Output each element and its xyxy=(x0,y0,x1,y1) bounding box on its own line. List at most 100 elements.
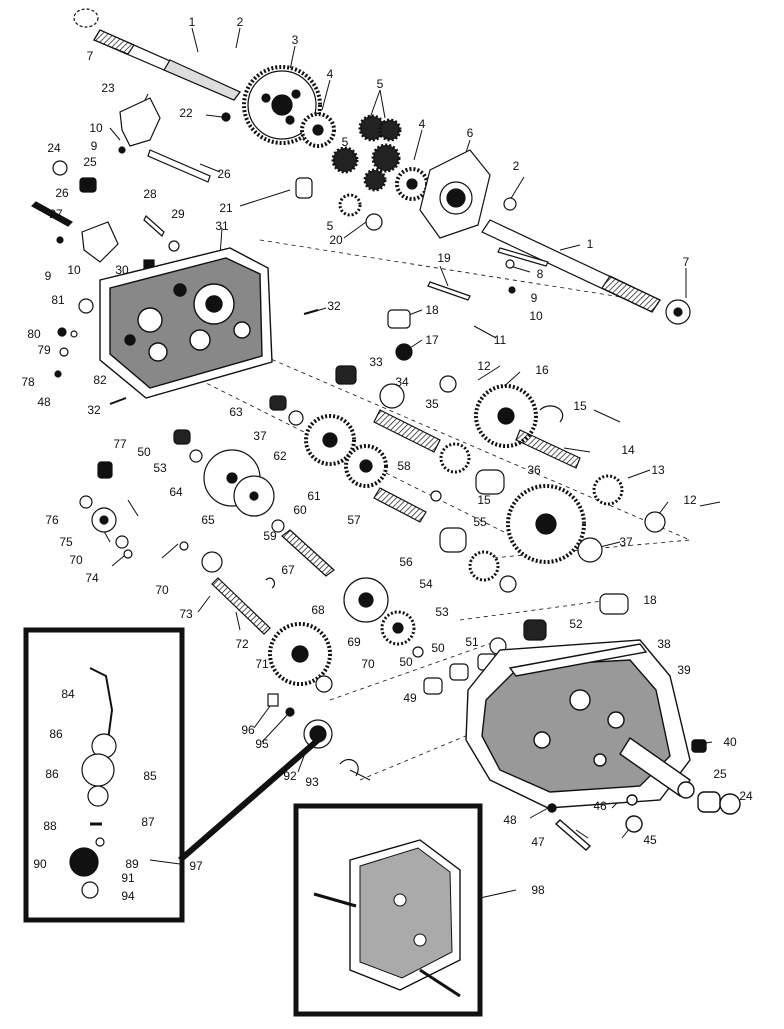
callout-label-67: 67 xyxy=(281,563,295,577)
pinion-gears-5 xyxy=(331,114,402,217)
inset-98 xyxy=(293,803,483,1017)
callout-label-52: 52 xyxy=(569,617,583,631)
callout-label-53: 53 xyxy=(153,461,167,475)
callout-label-98: 98 xyxy=(531,883,545,897)
callout-label-76: 76 xyxy=(45,513,59,527)
callout-label-56: 56 xyxy=(399,555,413,569)
callout-label-1: 1 xyxy=(188,15,196,29)
callout-label-4: 4 xyxy=(418,117,426,131)
gear-4-top xyxy=(300,112,336,148)
callout-label-50: 50 xyxy=(399,655,413,669)
callout-label-48: 48 xyxy=(503,813,517,827)
callout-label-65: 65 xyxy=(201,513,215,527)
callout-label-74: 74 xyxy=(85,571,99,585)
callout-label-16: 16 xyxy=(535,363,549,377)
brake-parts xyxy=(267,693,359,777)
callout-label-7: 7 xyxy=(682,255,690,269)
callout-label-14: 14 xyxy=(621,443,635,457)
callout-label-19: 19 xyxy=(437,251,451,265)
callout-label-33: 33 xyxy=(369,355,383,369)
upper-left-parts xyxy=(31,97,549,301)
callout-label-6: 6 xyxy=(466,126,474,140)
callout-label-93: 93 xyxy=(305,775,319,789)
callout-label-94: 94 xyxy=(121,889,135,903)
callout-label-50: 50 xyxy=(431,641,445,655)
callout-label-9: 9 xyxy=(90,139,98,153)
callout-label-89: 89 xyxy=(125,857,139,871)
callout-label-59: 59 xyxy=(263,529,277,543)
left-column-parts xyxy=(79,395,497,695)
callout-label-8: 8 xyxy=(536,267,544,281)
callout-label-4: 4 xyxy=(326,67,334,81)
callout-label-10: 10 xyxy=(529,309,543,323)
callout-label-69: 69 xyxy=(347,635,361,649)
callout-label-71: 71 xyxy=(255,657,269,671)
inset-97 xyxy=(23,627,320,923)
callout-label-91: 91 xyxy=(121,871,135,885)
callout-label-13: 13 xyxy=(651,463,665,477)
callout-label-46: 46 xyxy=(593,799,607,813)
callout-label-57: 57 xyxy=(347,513,361,527)
callout-label-12: 12 xyxy=(683,493,697,507)
callout-label-79: 79 xyxy=(37,343,51,357)
callout-label-37: 37 xyxy=(253,429,267,443)
callout-label-2: 2 xyxy=(512,159,520,173)
callout-label-80: 80 xyxy=(27,327,41,341)
callout-label-92: 92 xyxy=(283,769,297,783)
callout-label-15: 15 xyxy=(573,399,587,413)
callout-label-70: 70 xyxy=(155,583,169,597)
callout-label-37: 37 xyxy=(619,535,633,549)
callout-label-60: 60 xyxy=(293,503,307,517)
callout-label-31: 31 xyxy=(215,219,229,233)
callout-label-95: 95 xyxy=(255,737,269,751)
bearing-plate-6 xyxy=(419,149,491,239)
callout-label-20: 20 xyxy=(329,233,343,247)
callout-label-64: 64 xyxy=(169,485,183,499)
callout-label-54: 54 xyxy=(419,577,433,591)
callout-label-35: 35 xyxy=(425,397,439,411)
callout-label-18: 18 xyxy=(643,593,657,607)
callout-label-72: 72 xyxy=(235,637,249,651)
callout-label-51: 51 xyxy=(465,635,479,649)
callout-label-70: 70 xyxy=(361,657,375,671)
callout-label-28: 28 xyxy=(143,187,157,201)
callout-label-86: 86 xyxy=(49,727,63,741)
callout-label-87: 87 xyxy=(141,815,155,829)
callout-label-48: 48 xyxy=(37,395,51,409)
callout-label-78: 78 xyxy=(21,375,35,389)
callout-label-11: 11 xyxy=(493,333,507,347)
callout-label-86: 86 xyxy=(45,767,59,781)
callout-label-36: 36 xyxy=(527,463,541,477)
callout-label-22: 22 xyxy=(179,106,193,120)
callout-label-3: 3 xyxy=(291,33,299,47)
callout-label-10: 10 xyxy=(89,121,103,135)
callout-label-70: 70 xyxy=(69,553,83,567)
callout-label-26: 26 xyxy=(217,167,231,181)
callout-label-81: 81 xyxy=(51,293,65,307)
gear-3 xyxy=(242,65,322,145)
callout-label-5: 5 xyxy=(341,135,349,149)
callout-label-23: 23 xyxy=(101,81,115,95)
callout-label-63: 63 xyxy=(229,405,243,419)
callout-label-85: 85 xyxy=(143,769,157,783)
callout-label-50: 50 xyxy=(137,445,151,459)
callout-label-29: 29 xyxy=(171,207,185,221)
callout-label-38: 38 xyxy=(657,637,671,651)
callout-label-45: 45 xyxy=(643,833,657,847)
callout-label-34: 34 xyxy=(395,375,409,389)
callout-label-61: 61 xyxy=(307,489,321,503)
callout-label-12: 12 xyxy=(477,359,491,373)
callout-label-9: 9 xyxy=(44,269,52,283)
gear-4-mid xyxy=(395,167,429,201)
callout-label-10: 10 xyxy=(67,263,81,277)
callout-label-62: 62 xyxy=(273,449,287,463)
callout-label-15: 15 xyxy=(477,493,491,507)
callout-label-32: 32 xyxy=(87,403,101,417)
callout-label-2: 2 xyxy=(236,15,244,29)
callout-label-30: 30 xyxy=(115,263,129,277)
callout-label-39: 39 xyxy=(677,663,691,677)
callout-label-18: 18 xyxy=(425,303,439,317)
callout-label-25: 25 xyxy=(83,155,97,169)
callout-label-21: 21 xyxy=(219,201,233,215)
